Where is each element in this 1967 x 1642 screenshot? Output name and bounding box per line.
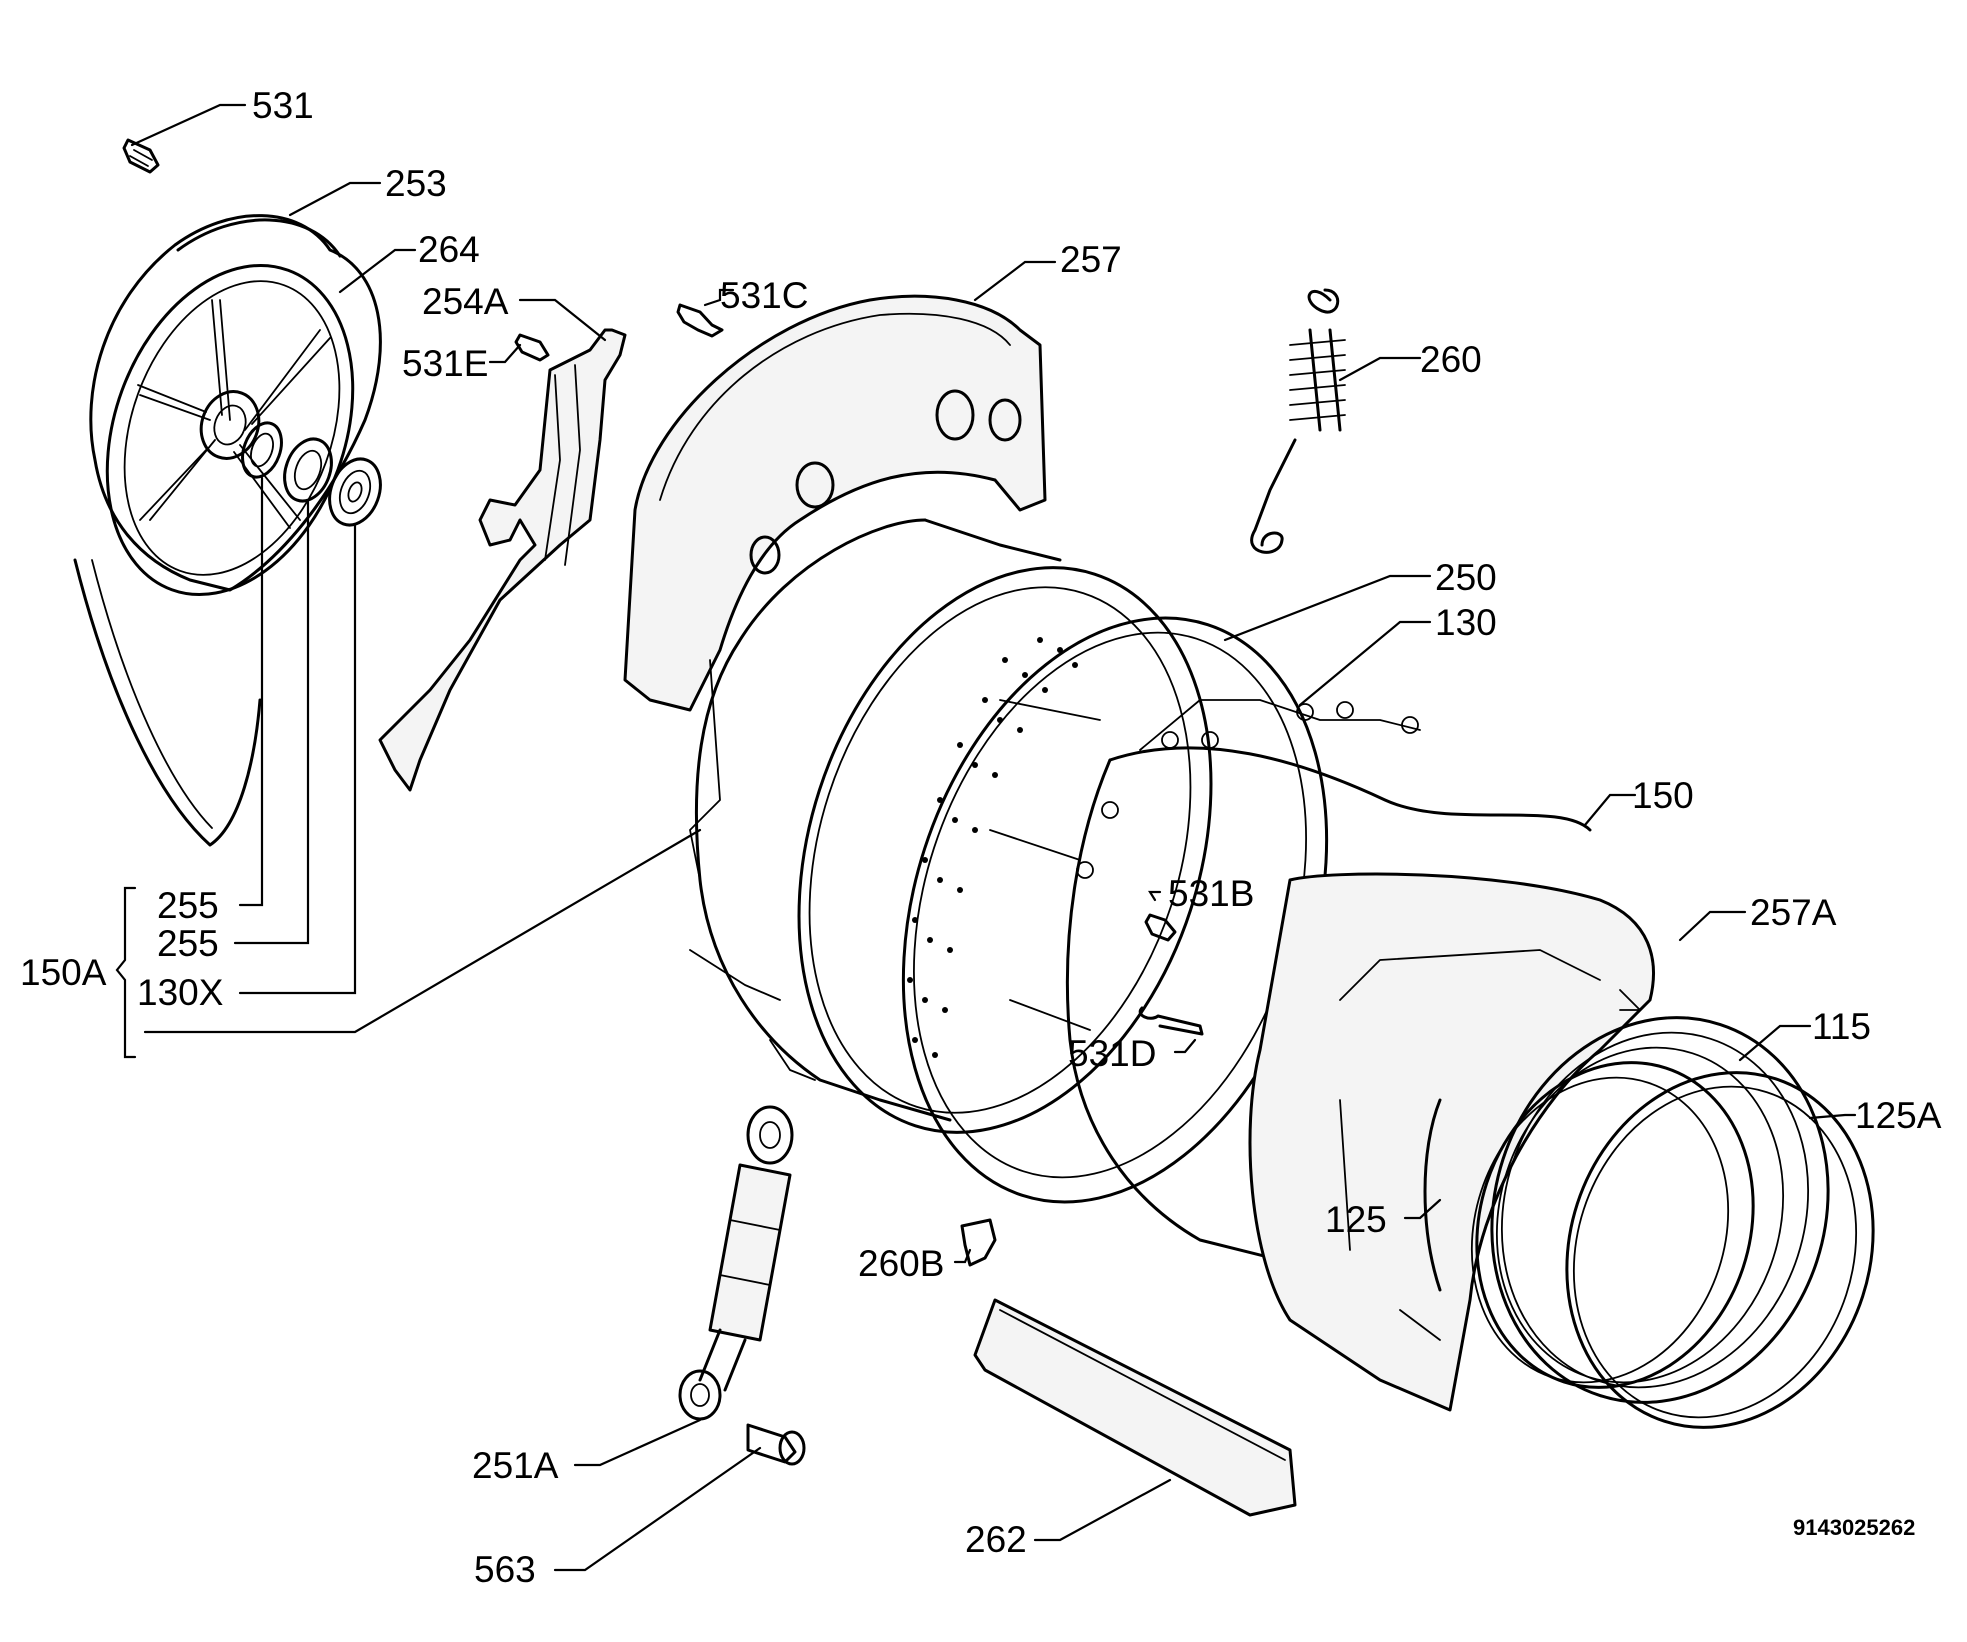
front-counterweight-257A (1248, 872, 1655, 1412)
label-253: 253 (385, 163, 447, 204)
bolt-531D (1138, 1006, 1204, 1036)
clip-260B (960, 1218, 997, 1267)
label-257A: 257A (1750, 892, 1837, 933)
label-264: 264 (418, 229, 480, 270)
label-531B: 531B (1168, 873, 1254, 914)
bearings-seal-group (241, 421, 382, 527)
reference-code: 9143025262 (1793, 1515, 1915, 1540)
label-250: 250 (1435, 557, 1497, 598)
label-125: 125 (1325, 1199, 1387, 1240)
part-labels: 531 253 264 254A 531C 531E 257 260 250 1… (20, 85, 1942, 1590)
counterweight-257 (623, 294, 1047, 712)
label-260B: 260B (858, 1243, 944, 1284)
label-255-a: 255 (157, 885, 219, 926)
front-tub-bolt-heads (1076, 701, 1419, 879)
label-150: 150 (1632, 775, 1694, 816)
leader-lines (130, 103, 1857, 1572)
label-262: 262 (965, 1519, 1027, 1560)
clamp-ring-125A (1565, 1071, 1875, 1429)
label-531E: 531E (402, 343, 488, 384)
pin-563 (746, 1423, 806, 1466)
door-seal-115 (1470, 1016, 1830, 1404)
drum-250 (797, 566, 1213, 1134)
label-254A: 254A (422, 281, 509, 322)
screw-531C (676, 303, 724, 338)
label-130X: 130X (137, 972, 223, 1013)
label-531D: 531D (1068, 1033, 1156, 1074)
group-bracket-150A (115, 886, 137, 1059)
screw-531 (122, 138, 160, 174)
label-125A: 125A (1855, 1095, 1942, 1136)
clamp-ring-125 (1423, 1098, 1442, 1292)
label-255-b: 255 (157, 923, 219, 964)
label-531C: 531C (720, 275, 808, 316)
label-257: 257 (1060, 239, 1122, 280)
label-115: 115 (1812, 1006, 1871, 1047)
label-251A: 251A (472, 1445, 559, 1486)
label-563: 563 (474, 1549, 536, 1590)
label-130: 130 (1435, 602, 1497, 643)
rear-tub-shell (689, 518, 1062, 1122)
pulley-253 (73, 214, 382, 847)
label-150A: 150A (20, 952, 107, 993)
label-260: 260 (1420, 339, 1482, 380)
shock-absorber-251A (678, 1105, 794, 1421)
bar-262 (973, 1298, 1297, 1517)
bracket-254A (378, 328, 627, 792)
front-tub-150 (1065, 699, 1592, 1262)
spring-260 (1250, 288, 1346, 554)
screw-531B (1144, 913, 1177, 942)
label-531: 531 (252, 85, 314, 126)
screw-531E (514, 333, 550, 362)
